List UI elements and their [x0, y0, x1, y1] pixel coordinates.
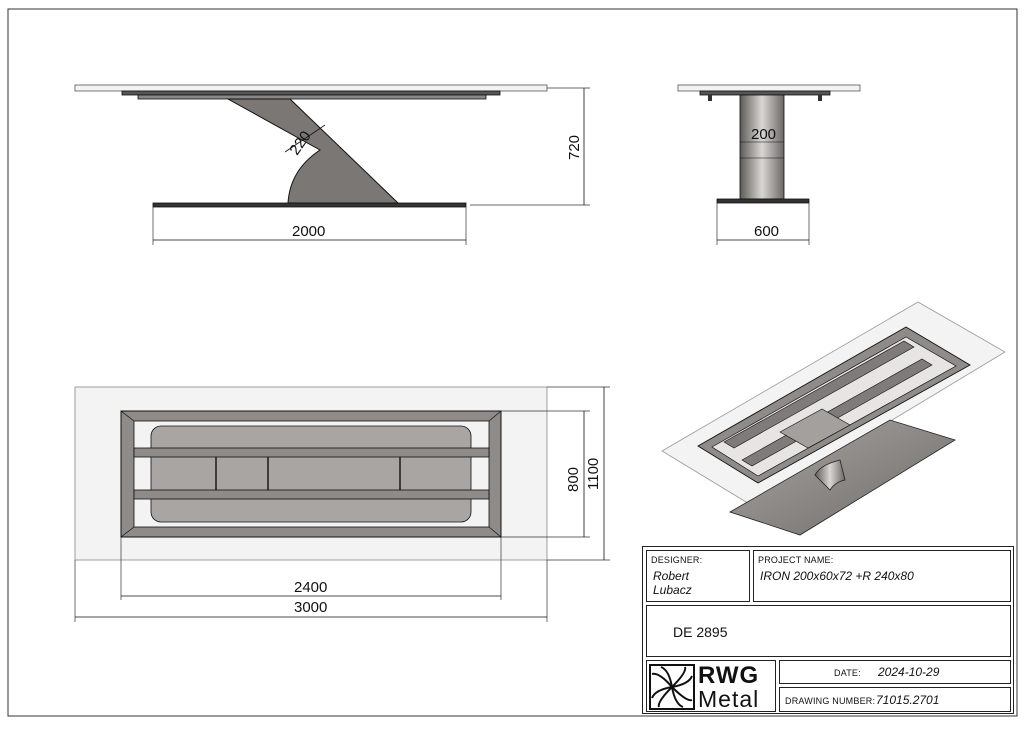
front-view: 200 600: [677, 84, 861, 245]
date-cell: DATE: 2024-10-29: [779, 660, 1011, 684]
side-view: 220 2000 720: [74, 84, 590, 245]
date-value: 2024-10-29: [878, 665, 940, 679]
drawing-number-label: DRAWING NUMBER:: [785, 696, 876, 706]
front-leg: [739, 94, 785, 200]
top-rail-2: [133, 489, 490, 500]
rwg-logo-icon: [649, 664, 695, 710]
date-label: DATE:: [834, 668, 861, 678]
dim-side-height: 720: [566, 135, 583, 160]
title-block: DESIGNER: Robert Lubacz PROJECT NAME: IR…: [642, 546, 1014, 714]
dim-front-leg-width: 200: [751, 126, 776, 143]
code-cell: DE 2895: [646, 605, 1011, 657]
designer-cell: DESIGNER: Robert Lubacz: [646, 550, 750, 602]
project-cell: PROJECT NAME: IRON 200x60x72 +R 240x80: [753, 550, 1011, 602]
side-frame-lower: [137, 94, 487, 100]
dim-top-frame-length: 2400: [294, 579, 327, 596]
front-glass-top: [677, 84, 861, 92]
dim-line-side-leg: [284, 124, 326, 153]
dim-top-length: 3000: [294, 599, 327, 616]
drawing-number-value: 71015.2701: [876, 693, 940, 707]
dim-side-length: 2000: [292, 223, 325, 240]
front-base-plate: [716, 198, 810, 204]
top-rail-1: [133, 447, 490, 458]
logo-text-metal: Metal: [698, 686, 760, 712]
top-base-plate: [150, 425, 472, 523]
iso-leg: [814, 459, 846, 491]
sheet-border: [7, 8, 1018, 717]
side-diagonal-leg: [226, 98, 400, 204]
side-frame: [121, 90, 501, 96]
designer-label: DESIGNER:: [651, 555, 703, 565]
project-name: IRON 200x60x72 +R 240x80: [760, 569, 914, 583]
side-glass-top: [74, 84, 548, 92]
project-label: PROJECT NAME:: [758, 555, 834, 565]
designer-name-line1: Robert: [653, 569, 690, 583]
isometric-view: [661, 301, 1006, 536]
drawing-code: DE 2895: [673, 624, 728, 640]
top-view: 2400 3000 800 1100: [74, 386, 610, 622]
logo-cell: RWG Metal: [646, 660, 776, 712]
dim-top-width: 1100: [585, 458, 602, 490]
side-base-plate: [152, 202, 467, 208]
drawing-number-cell: DRAWING NUMBER: 71015.2701: [779, 687, 1011, 712]
dim-front-width: 600: [754, 223, 779, 240]
designer-name-line2: Lubacz: [653, 583, 692, 597]
dim-top-frame-width: 800: [565, 467, 582, 492]
logo-text-rwg: RWG: [698, 662, 760, 689]
